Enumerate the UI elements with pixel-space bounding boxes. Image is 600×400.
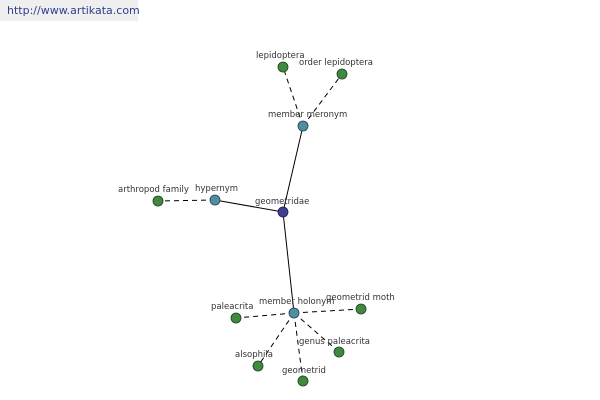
url-banner: http://www.artikata.com [0, 0, 140, 21]
edge-center-to-member-holonym [282, 211, 295, 314]
label-geometridae: geometridae [255, 197, 309, 207]
label-genus-paleacrita: genus paleacrita [299, 337, 370, 347]
edge-member-holonym-to-alsophila [257, 312, 295, 367]
edge-hypernym-to-arthropod-family [157, 199, 216, 202]
node-alsophila[interactable] [252, 360, 264, 372]
edge-member-meronym-to-lepidoptera [282, 66, 304, 127]
edge-member-holonym-to-geometrid-moth [293, 308, 362, 314]
label-order-lepidoptera: order lepidoptera [299, 58, 373, 68]
site-url-link[interactable]: http://www.artikata.com [7, 4, 140, 17]
label-lepidoptera: lepidoptera [256, 51, 305, 61]
label-member-meronym: member meronym [268, 110, 347, 120]
label-geometrid: geometrid [282, 366, 326, 376]
edge-center-to-member-meronym [282, 125, 304, 213]
label-paleacrita: paleacrita [211, 302, 253, 312]
node-member-holonym[interactable] [288, 307, 300, 319]
label-geometrid-moth: geometrid moth [326, 293, 395, 303]
label-alsophila: alsophila [235, 350, 273, 360]
label-member-holonym: member holonym [259, 297, 334, 307]
edge-member-holonym-to-paleacrita [235, 312, 295, 319]
node-lepidoptera[interactable] [277, 61, 289, 73]
node-geometridae[interactable] [277, 206, 289, 218]
edge-member-holonym-to-geometrid [293, 312, 304, 382]
node-member-meronym[interactable] [297, 120, 309, 132]
label-arthropod-family: arthropod family [118, 185, 189, 195]
edge-member-meronym-to-order-lepidoptera [302, 73, 343, 127]
node-geometrid-moth[interactable] [355, 303, 367, 315]
node-geometrid[interactable] [297, 375, 309, 387]
node-order-lepidoptera[interactable] [336, 68, 348, 80]
node-arthropod-family[interactable] [152, 195, 164, 207]
node-hypernym[interactable] [209, 194, 221, 206]
node-genus-paleacrita[interactable] [333, 346, 345, 358]
label-hypernym: hypernym [195, 184, 238, 194]
node-paleacrita[interactable] [230, 312, 242, 324]
edge-member-holonym-to-genus-paleacrita [293, 312, 340, 353]
edge-center-to-hypernym [214, 199, 284, 213]
